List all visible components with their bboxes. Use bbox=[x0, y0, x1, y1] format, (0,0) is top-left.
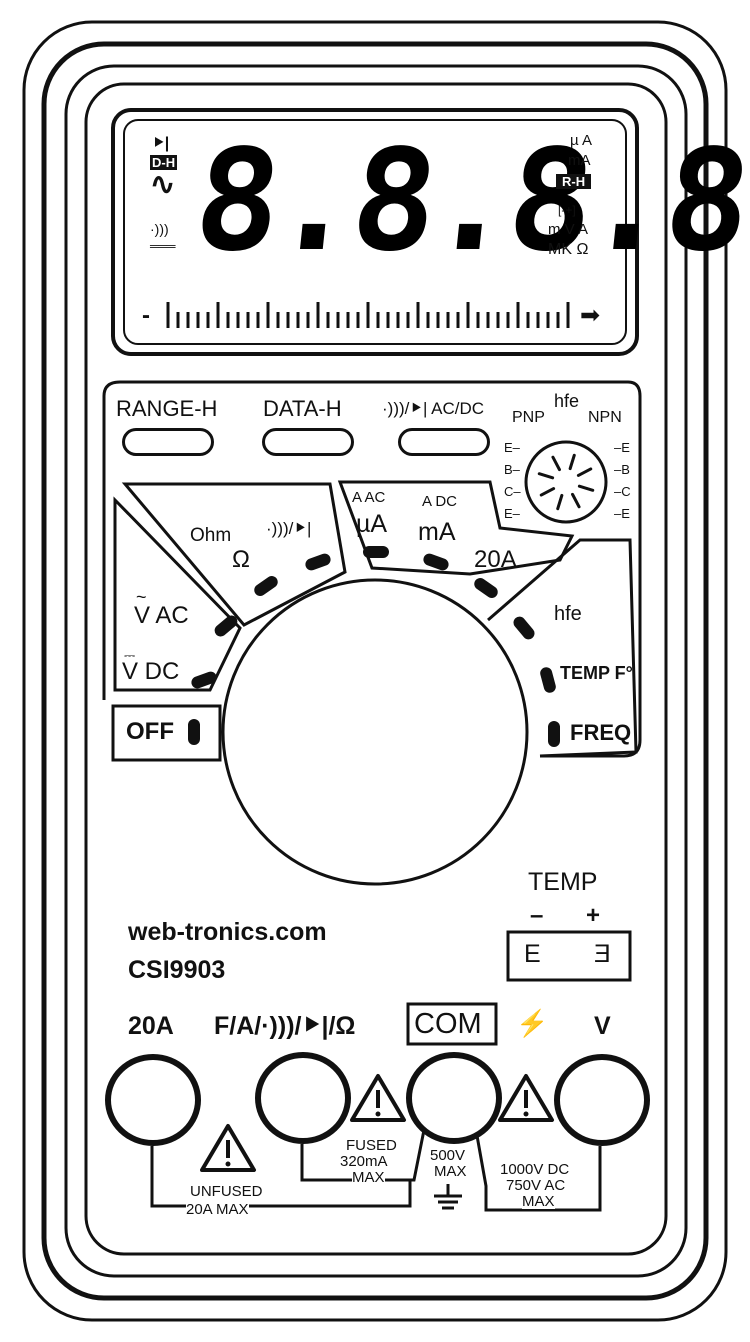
bargraph-arrow-icon: ➡ bbox=[580, 302, 601, 329]
dial-hfe-label: hfe bbox=[554, 603, 582, 625]
v-ac-rating-label: 750V AC bbox=[506, 1177, 566, 1194]
data-hold-button[interactable] bbox=[262, 428, 354, 456]
jack-func-label: F/A/·)))/⯈|/Ω bbox=[214, 1012, 356, 1040]
jack-func[interactable] bbox=[255, 1052, 351, 1144]
fused-max-label: MAX bbox=[352, 1169, 385, 1186]
dial-position-mark bbox=[305, 553, 331, 571]
transistor-socket[interactable] bbox=[526, 442, 606, 522]
dial-position-mark bbox=[540, 667, 556, 693]
socket-hole bbox=[551, 455, 561, 472]
pnp-pin-b: B– bbox=[504, 462, 520, 477]
dial-v-dc-label: V DC bbox=[122, 658, 180, 685]
socket-hole bbox=[539, 487, 556, 497]
bargraph-minus: - bbox=[142, 302, 150, 329]
v-dc-rating-label: 1000V DC bbox=[500, 1161, 570, 1178]
data-hold-indicator: D-H bbox=[150, 155, 178, 170]
battery-icon: [-+] bbox=[558, 203, 576, 217]
com-500v-label: 500V bbox=[430, 1147, 466, 1164]
dial-v-ac-label: V AC bbox=[134, 602, 189, 629]
dial-a-dc-label: A DC bbox=[422, 493, 458, 510]
ac-dc-button[interactable] bbox=[398, 428, 490, 456]
beep-indicator: ·))) bbox=[150, 221, 169, 237]
com-max-label: MAX bbox=[434, 1163, 467, 1180]
lcd-reading: 8.8.8.8 bbox=[187, 120, 750, 283]
dial-ohm-word: Ohm bbox=[190, 525, 232, 546]
dial-diode-label: ·)))/⯈| bbox=[266, 519, 312, 538]
ac-indicator: ∿ bbox=[150, 168, 176, 201]
brand-website: web-tronics.com bbox=[128, 918, 327, 946]
model-number: CSI9903 bbox=[128, 956, 226, 984]
high-voltage-icon: ⚡ bbox=[516, 1008, 549, 1038]
dial-a-ac-label: A AC bbox=[352, 489, 386, 506]
lcd-bargraph bbox=[166, 302, 570, 328]
dial-20a-label: 20A bbox=[474, 546, 517, 573]
ac-dc-label: ·)))/⯈| AC/DC bbox=[382, 399, 485, 418]
diode-indicator: ⯈| bbox=[152, 135, 170, 152]
v-max-label: MAX bbox=[522, 1193, 555, 1210]
socket-hole bbox=[577, 484, 595, 492]
v-ac-symbol: ~ bbox=[136, 587, 147, 607]
dial-ma-label: mA bbox=[418, 518, 456, 546]
data-hold-label: DATA-H bbox=[263, 396, 342, 421]
jack-20a[interactable] bbox=[105, 1054, 201, 1146]
v-dc-symbol: ⎓ bbox=[124, 647, 136, 663]
temp-socket-right: Ǝ bbox=[594, 940, 611, 968]
socket-hole bbox=[568, 453, 576, 471]
dial-ua-label: µA bbox=[356, 510, 388, 538]
unit-ua: µ A bbox=[570, 132, 592, 149]
socket-hole bbox=[537, 472, 555, 480]
dial-ohm-label: Ω bbox=[232, 546, 250, 573]
dial-position-mark bbox=[513, 616, 535, 640]
npn-pin-e2: –E bbox=[614, 506, 630, 521]
temp-plus-label: + bbox=[586, 902, 601, 929]
pnp-label: PNP bbox=[512, 409, 545, 426]
jack-v-label: V bbox=[594, 1012, 611, 1040]
socket-hole bbox=[571, 492, 581, 509]
socket-hole bbox=[556, 493, 564, 511]
hfe-socket-title: hfe bbox=[554, 391, 580, 411]
jack-com[interactable] bbox=[406, 1052, 502, 1144]
dial-position-mark bbox=[474, 577, 498, 599]
unit-ma: mA bbox=[568, 152, 591, 169]
dial-position-mark bbox=[363, 546, 389, 558]
npn-pin-e: –E bbox=[614, 440, 630, 455]
rotary-dial[interactable] bbox=[224, 581, 526, 883]
temp-probe-socket[interactable] bbox=[508, 932, 630, 980]
pnp-pin-e: E– bbox=[504, 440, 520, 455]
range-hold-button[interactable] bbox=[122, 428, 214, 456]
dial-off-label: OFF bbox=[126, 718, 174, 745]
jack-com-label: COM bbox=[414, 1008, 482, 1040]
range-hold-label: RANGE-H bbox=[116, 396, 218, 421]
temp-socket-left: E bbox=[524, 940, 541, 968]
dial-position-mark bbox=[191, 671, 217, 689]
pnp-pin-e2: E– bbox=[504, 506, 520, 521]
unfused-max-label: 20A MAX bbox=[186, 1201, 249, 1218]
dial-freq-label: FREQ bbox=[570, 720, 632, 745]
npn-pin-b: –B bbox=[614, 462, 630, 477]
socket-hole bbox=[576, 467, 593, 477]
pnp-pin-c: C– bbox=[504, 484, 521, 499]
dial-position-mark bbox=[214, 615, 238, 637]
dial-position-mark bbox=[423, 553, 449, 571]
fused-ma-label: 320mA bbox=[340, 1153, 388, 1170]
dc-indicator: ═══ bbox=[150, 239, 176, 253]
dial-position-mark bbox=[548, 721, 560, 747]
unfused-label: UNFUSED bbox=[190, 1183, 263, 1200]
fused-label: FUSED bbox=[346, 1137, 397, 1154]
temp-minus-label: – bbox=[530, 902, 544, 929]
unit-mva: m V A bbox=[548, 221, 589, 238]
temp-socket-title: TEMP bbox=[528, 868, 598, 896]
jack-20a-label: 20A bbox=[128, 1012, 174, 1040]
jack-v[interactable] bbox=[554, 1054, 650, 1146]
range-hold-indicator: R-H bbox=[556, 174, 592, 189]
npn-label: NPN bbox=[588, 409, 622, 426]
unit-mko: MK Ω bbox=[548, 241, 589, 258]
npn-pin-c: –C bbox=[614, 484, 631, 499]
dial-position-mark bbox=[188, 719, 200, 745]
dial-temp-label: TEMP F° bbox=[560, 663, 633, 683]
dial-position-mark bbox=[254, 575, 278, 597]
